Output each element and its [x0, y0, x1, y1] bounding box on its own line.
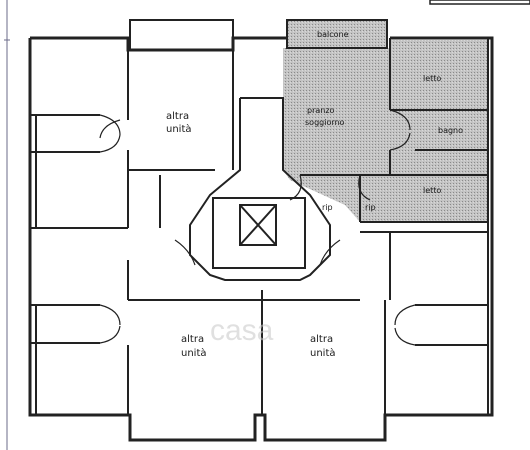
door-swings — [99, 109, 416, 346]
label-letto-2: letto — [423, 186, 441, 195]
label-altra-unita-2b: unità — [181, 347, 207, 359]
highlighted-unit — [283, 20, 488, 222]
label-altra-unita-1: altra — [166, 111, 189, 122]
label-letto-1: letto — [423, 74, 441, 83]
label-bagno: bagno — [438, 126, 463, 135]
corner-box — [429, 0, 530, 5]
interior-walls — [30, 38, 489, 415]
label-altra-unita-2: altra — [181, 334, 204, 345]
label-altra-unita-1b: unità — [166, 123, 192, 135]
label-balcone: balcone — [317, 30, 349, 39]
label-soggiorno: soggiorno — [305, 118, 345, 127]
label-rip: rip — [322, 203, 333, 212]
label-rip-2: rip — [365, 203, 376, 212]
label-altra-unita-3b: unità — [310, 347, 336, 359]
label-altra-unita-3: altra — [310, 334, 333, 345]
watermark: casa — [210, 314, 274, 347]
balconies — [129, 19, 388, 51]
label-pranzo: pranzo — [307, 106, 335, 115]
